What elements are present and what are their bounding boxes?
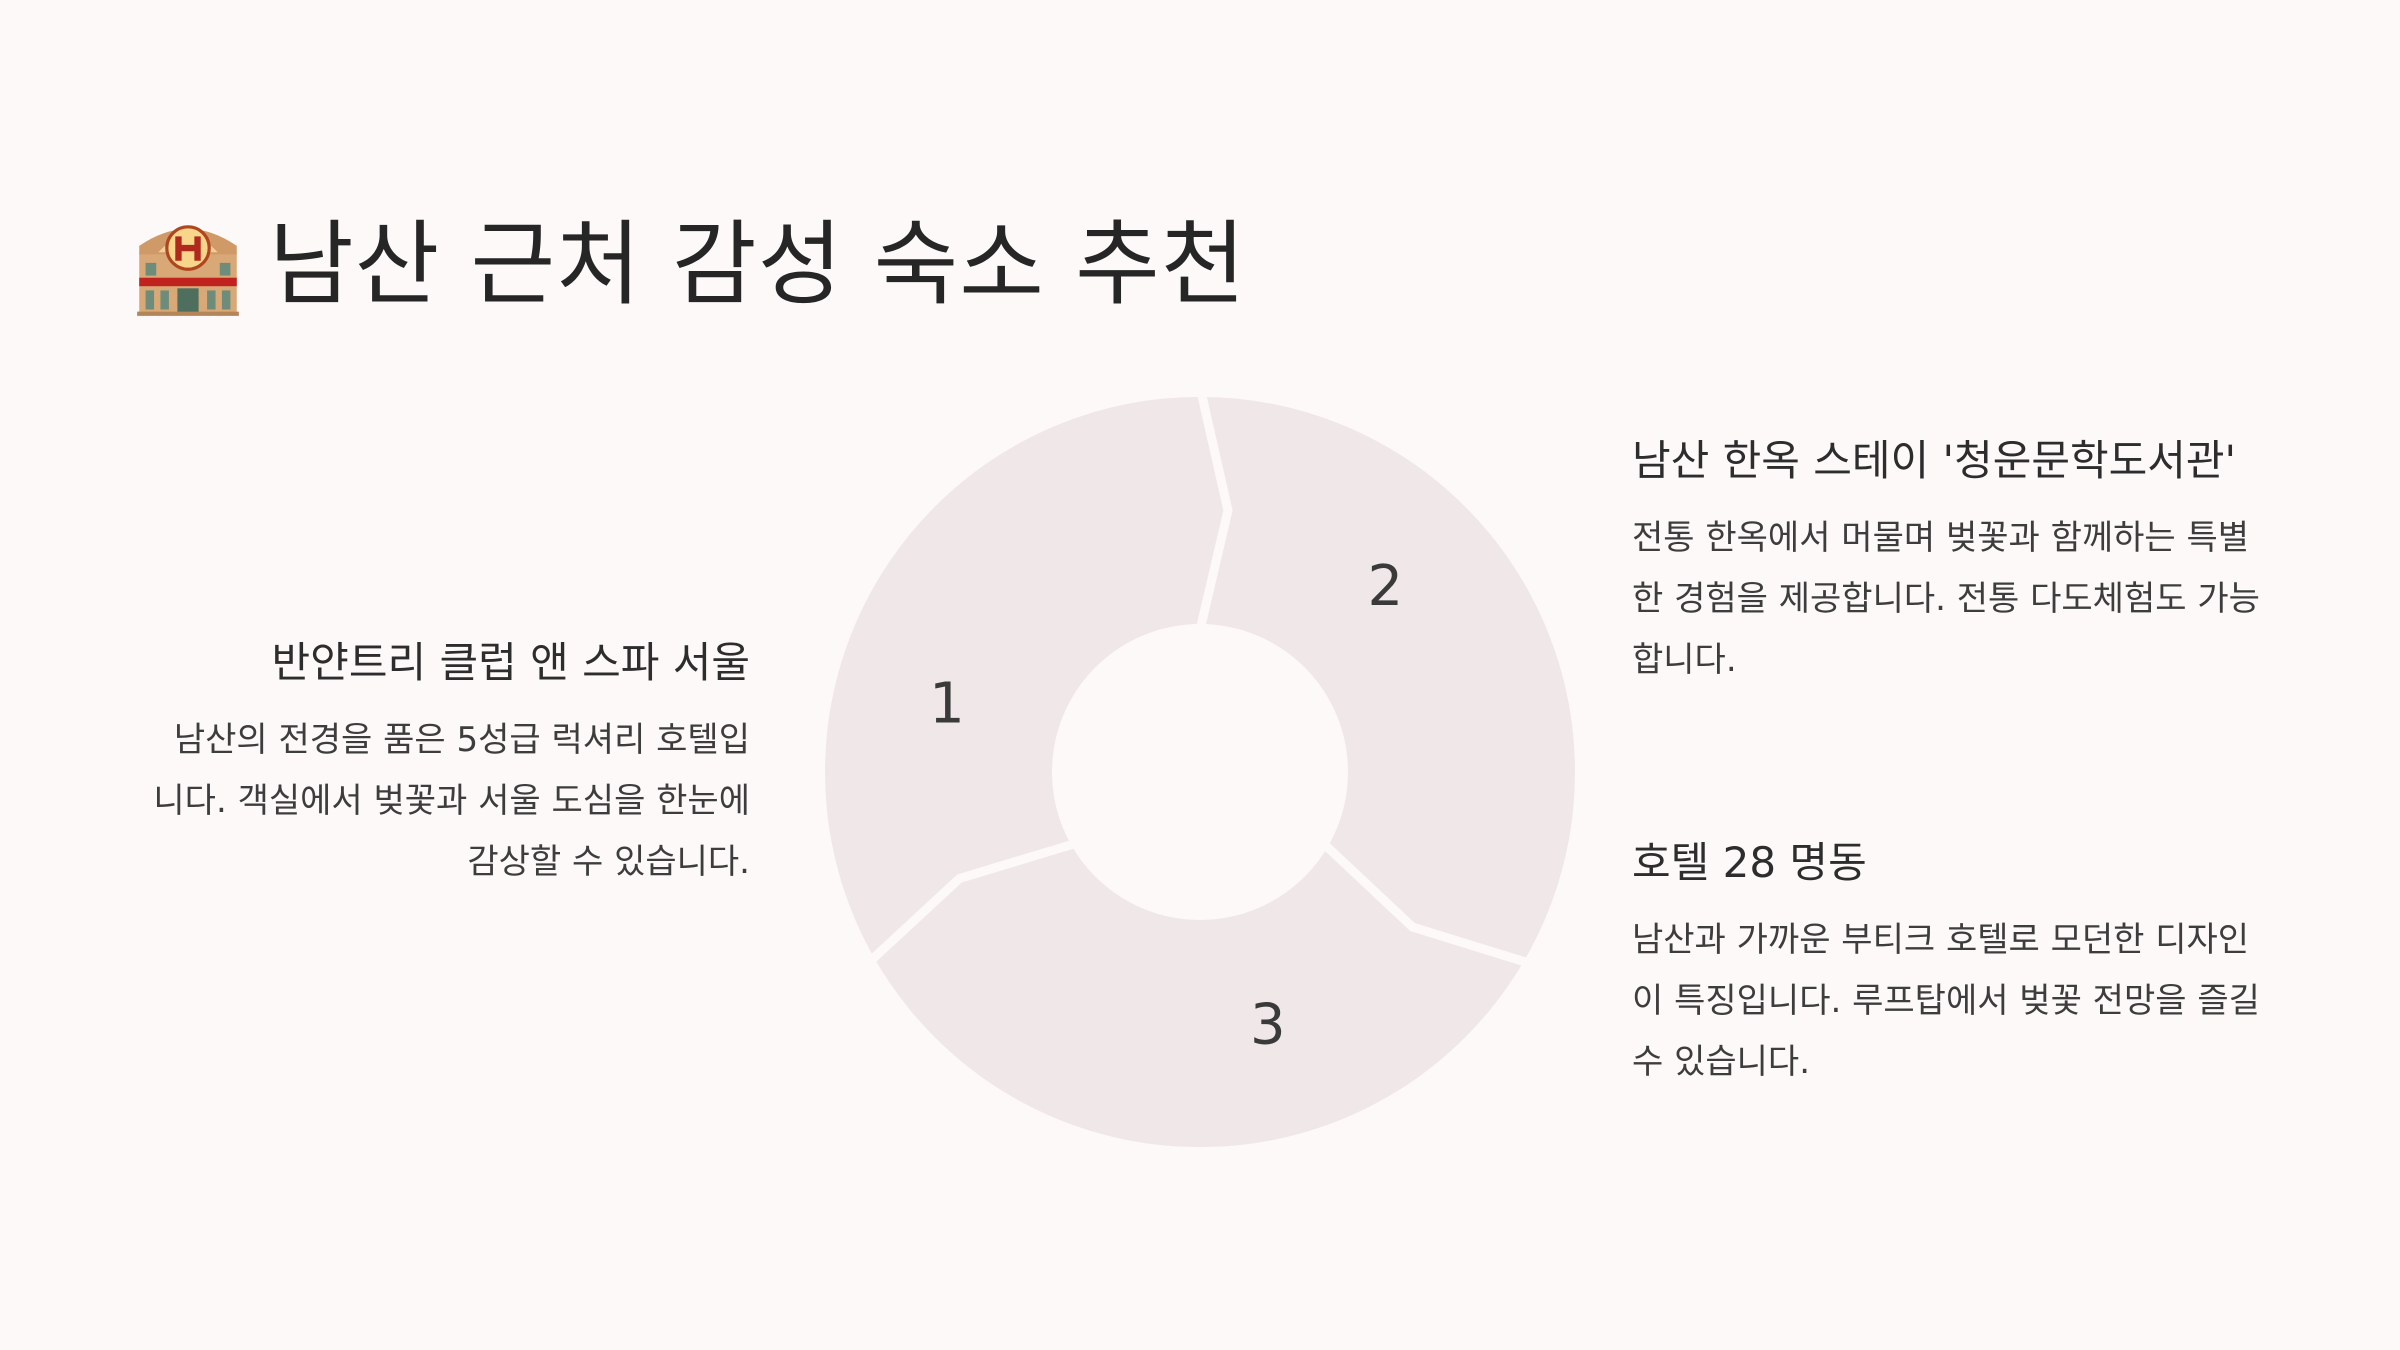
item-title: 남산 한옥 스테이 '청운문학도서관' [1632, 436, 2237, 485]
hotel-icon [137, 225, 239, 316]
title-row: 남산 근처 감성 숙소 추천 [135, 200, 1246, 330]
cycle-divider-3 [863, 838, 1079, 968]
item-description: 남산과 가까운 부티크 호텔로 모던한 디자인이 특징입니다. 루프탑에서 벚꽃… [1632, 920, 2260, 1083]
cycle-step-1-label: 1 [929, 672, 965, 737]
cycle-divider-1 [1319, 839, 1535, 969]
item-hotel-28: 호텔 28 명동 남산과 가까운 부티크 호텔로 모던한 디자인이 특징입니다.… [1632, 838, 2272, 1093]
cycle-step-3-label: 3 [1250, 993, 1286, 1058]
item-description: 전통 한옥에서 머물며 벚꽃과 함께하는 특별한 경험을 제공합니다. 전통 다… [1632, 518, 2260, 681]
item-banyan-tree: 반얀트리 클럽 앤 스파 서울 남산의 전경을 품은 5성급 럭셔리 호텔입니다… [150, 638, 750, 893]
item-title: 호텔 28 명동 [1632, 838, 1867, 887]
cycle-divider-2 [1195, 386, 1233, 632]
item-description: 남산의 전경을 품은 5성급 럭셔리 호텔입니다. 객실에서 벚꽃과 서울 도심… [153, 720, 750, 883]
page-title: 남산 근처 감성 숙소 추천 [269, 211, 1247, 318]
cycle-ring [824, 396, 1575, 1148]
item-hanok-stay: 남산 한옥 스테이 '청운문학도서관' 전통 한옥에서 머물며 벚꽃과 함께하는… [1632, 436, 2272, 691]
item-title: 반얀트리 클럽 앤 스파 서울 [271, 638, 750, 687]
cycle-step-2-label: 2 [1367, 554, 1403, 619]
